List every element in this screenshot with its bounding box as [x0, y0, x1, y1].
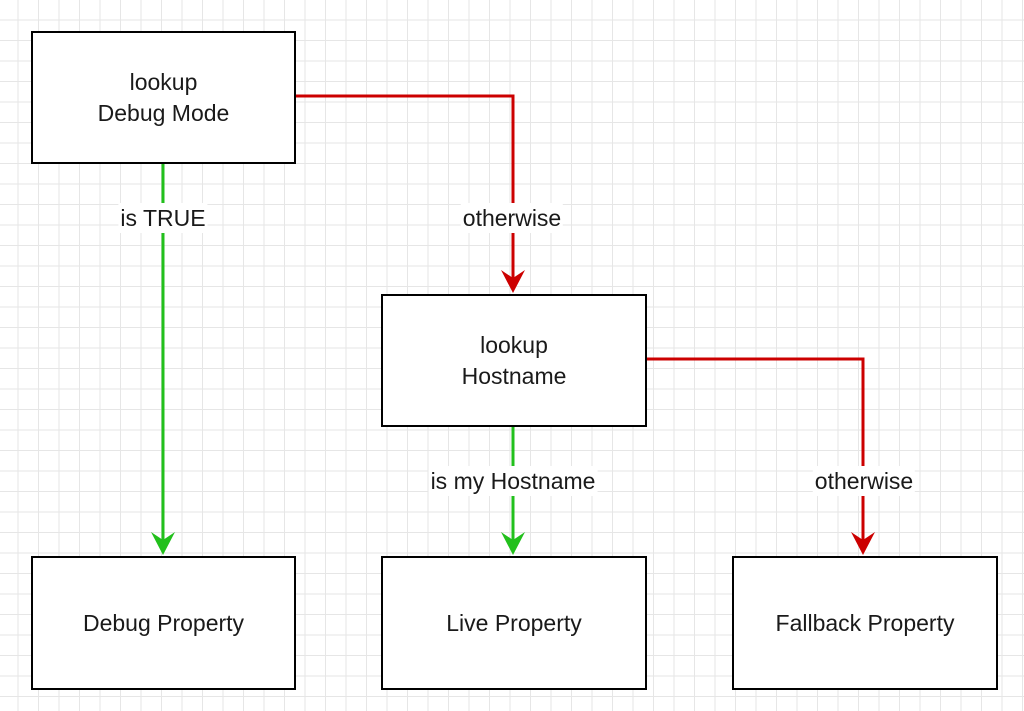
node-label: Live Property [446, 609, 582, 636]
edge-label-is-true: is TRUE [118, 203, 208, 233]
edge-debug-otherwise[interactable] [295, 94, 525, 293]
node-lookup-debug-mode[interactable]: lookup Debug Mode [31, 31, 296, 164]
arrowhead-icon [151, 532, 175, 555]
node-label: Fallback Property [775, 609, 955, 636]
node-debug-property[interactable]: Debug Property [31, 556, 296, 690]
arrowhead-icon [851, 532, 875, 555]
edge-label-hostname-otherwise: otherwise [812, 466, 916, 496]
edge-label-is-my-hostname: is my Hostname [428, 466, 598, 496]
node-line-2: Hostname [461, 362, 567, 389]
edge-hostname-otherwise[interactable] [646, 357, 875, 555]
node-line-2: Debug Mode [97, 99, 230, 126]
node-live-property[interactable]: Live Property [381, 556, 647, 690]
node-lookup-hostname[interactable]: lookup Hostname [381, 294, 647, 427]
node-fallback-property[interactable]: Fallback Property [732, 556, 998, 690]
arrowhead-icon [501, 270, 525, 293]
node-line-1: lookup [480, 331, 548, 358]
arrowhead-icon [501, 532, 525, 555]
node-label: Debug Property [82, 609, 245, 636]
edge-label-debug-otherwise: otherwise [460, 203, 564, 233]
node-line-1: lookup [129, 68, 198, 95]
